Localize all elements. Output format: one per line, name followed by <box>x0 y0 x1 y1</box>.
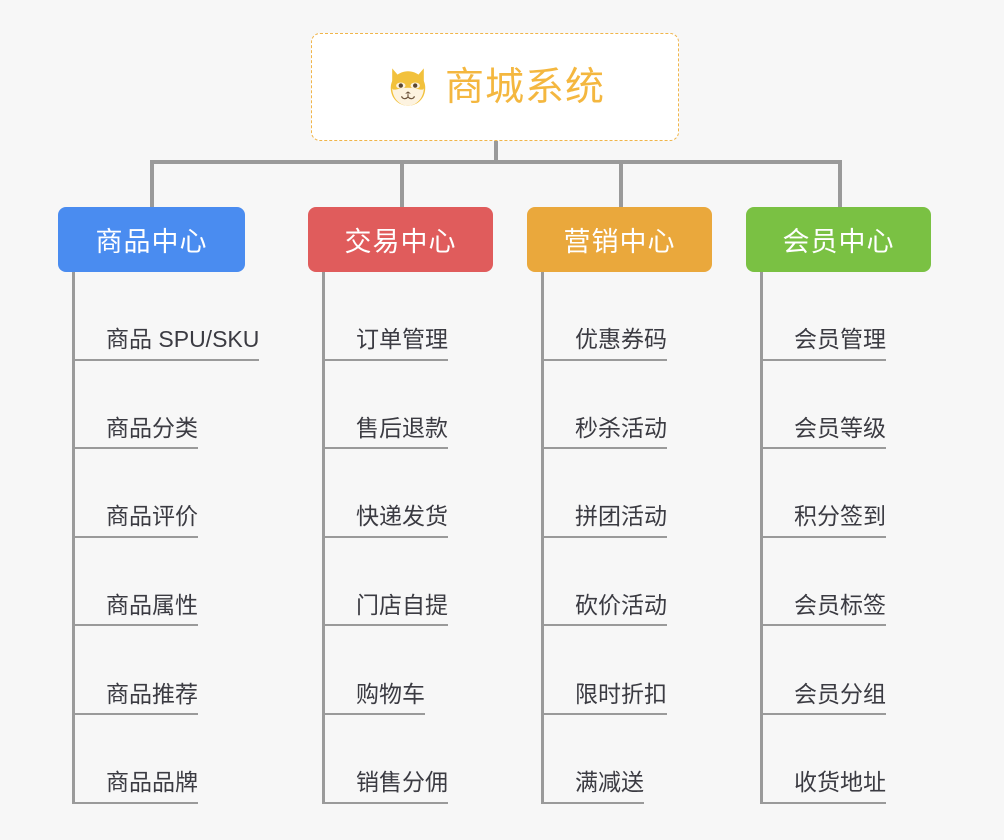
leaf-trunk-line-2 <box>322 272 325 804</box>
leaf-item-label: 快递发货 <box>356 503 448 530</box>
leaf-item-label: 商品分类 <box>106 414 198 441</box>
leaf-trunk-line-3 <box>541 272 544 804</box>
leaf-item[interactable]: 会员分组 <box>760 626 886 715</box>
leaf-item-label: 购物车 <box>356 680 425 707</box>
leaf-item[interactable]: 商品品牌 <box>72 715 198 804</box>
leaf-item-label: 商品品牌 <box>106 769 198 796</box>
leaf-item-label: 会员分组 <box>794 680 886 707</box>
category-box-4[interactable]: 会员中心 <box>746 207 931 272</box>
leaf-item-label: 优惠券码 <box>575 326 667 353</box>
leaf-trunk-line-4 <box>760 272 763 804</box>
leaf-item-label: 售后退款 <box>356 414 448 441</box>
leaf-item-label: 会员等级 <box>794 414 886 441</box>
category-box-2[interactable]: 交易中心 <box>308 207 493 272</box>
leaf-item[interactable]: 购物车 <box>322 626 425 715</box>
leaf-item[interactable]: 满减送 <box>541 715 644 804</box>
leaf-item-label: 门店自提 <box>356 592 448 619</box>
leaf-item[interactable]: 售后退款 <box>322 361 448 450</box>
leaf-item-label: 拼团活动 <box>575 503 667 530</box>
root-label: 商城系统 <box>444 65 605 109</box>
leaf-item[interactable]: 会员管理 <box>760 272 886 361</box>
branch-drop-connector-3 <box>619 160 623 208</box>
leaf-item-label: 销售分佣 <box>356 769 448 796</box>
leaf-item[interactable]: 会员等级 <box>760 361 886 450</box>
leaf-item-label: 秒杀活动 <box>575 414 667 441</box>
leaf-item-label: 限时折扣 <box>575 680 667 707</box>
leaf-item[interactable]: 销售分佣 <box>322 715 448 804</box>
leaf-item-label: 订单管理 <box>356 326 448 353</box>
shiba-dog-emoji-icon <box>390 68 426 106</box>
leaf-item[interactable]: 商品推荐 <box>72 626 198 715</box>
leaf-item-label: 会员标签 <box>794 592 886 619</box>
branch-drop-connector-2 <box>400 160 404 208</box>
category-box-3[interactable]: 营销中心 <box>527 207 712 272</box>
horizontal-bus-connector <box>150 160 840 164</box>
leaf-item[interactable]: 秒杀活动 <box>541 361 667 450</box>
leaf-item-label: 商品属性 <box>106 592 198 619</box>
leaf-item[interactable]: 收货地址 <box>760 715 886 804</box>
leaf-item[interactable]: 限时折扣 <box>541 626 667 715</box>
leaf-item[interactable]: 商品 SPU/SKU <box>72 272 260 361</box>
root-node[interactable]: 商城系统 <box>311 33 679 141</box>
leaf-item[interactable]: 订单管理 <box>322 272 448 361</box>
leaf-item-label: 满减送 <box>575 769 644 796</box>
leaf-item[interactable]: 快递发货 <box>322 449 448 538</box>
root-stem-connector <box>494 141 498 163</box>
leaf-item[interactable]: 商品属性 <box>72 538 198 627</box>
leaf-item[interactable]: 优惠券码 <box>541 272 667 361</box>
leaf-item-label: 商品推荐 <box>106 680 198 707</box>
leaf-item[interactable]: 砍价活动 <box>541 538 667 627</box>
leaf-item[interactable]: 积分签到 <box>760 449 886 538</box>
leaf-item-label: 积分签到 <box>794 503 886 530</box>
leaf-item-label: 商品评价 <box>106 503 198 530</box>
leaf-item-label: 会员管理 <box>794 326 886 353</box>
leaf-item[interactable]: 商品分类 <box>72 361 198 450</box>
leaf-item-label: 砍价活动 <box>575 592 667 619</box>
leaf-item[interactable]: 商品评价 <box>72 449 198 538</box>
branch-drop-connector-1 <box>150 160 154 208</box>
category-box-1[interactable]: 商品中心 <box>58 207 245 272</box>
leaf-item-label: 收货地址 <box>794 769 886 796</box>
branch-drop-connector-4 <box>838 160 842 208</box>
leaf-item[interactable]: 会员标签 <box>760 538 886 627</box>
leaf-item-label: 商品 SPU/SKU <box>106 326 260 353</box>
leaf-item[interactable]: 拼团活动 <box>541 449 667 538</box>
leaf-trunk-line-1 <box>72 272 75 804</box>
leaf-item[interactable]: 门店自提 <box>322 538 448 627</box>
